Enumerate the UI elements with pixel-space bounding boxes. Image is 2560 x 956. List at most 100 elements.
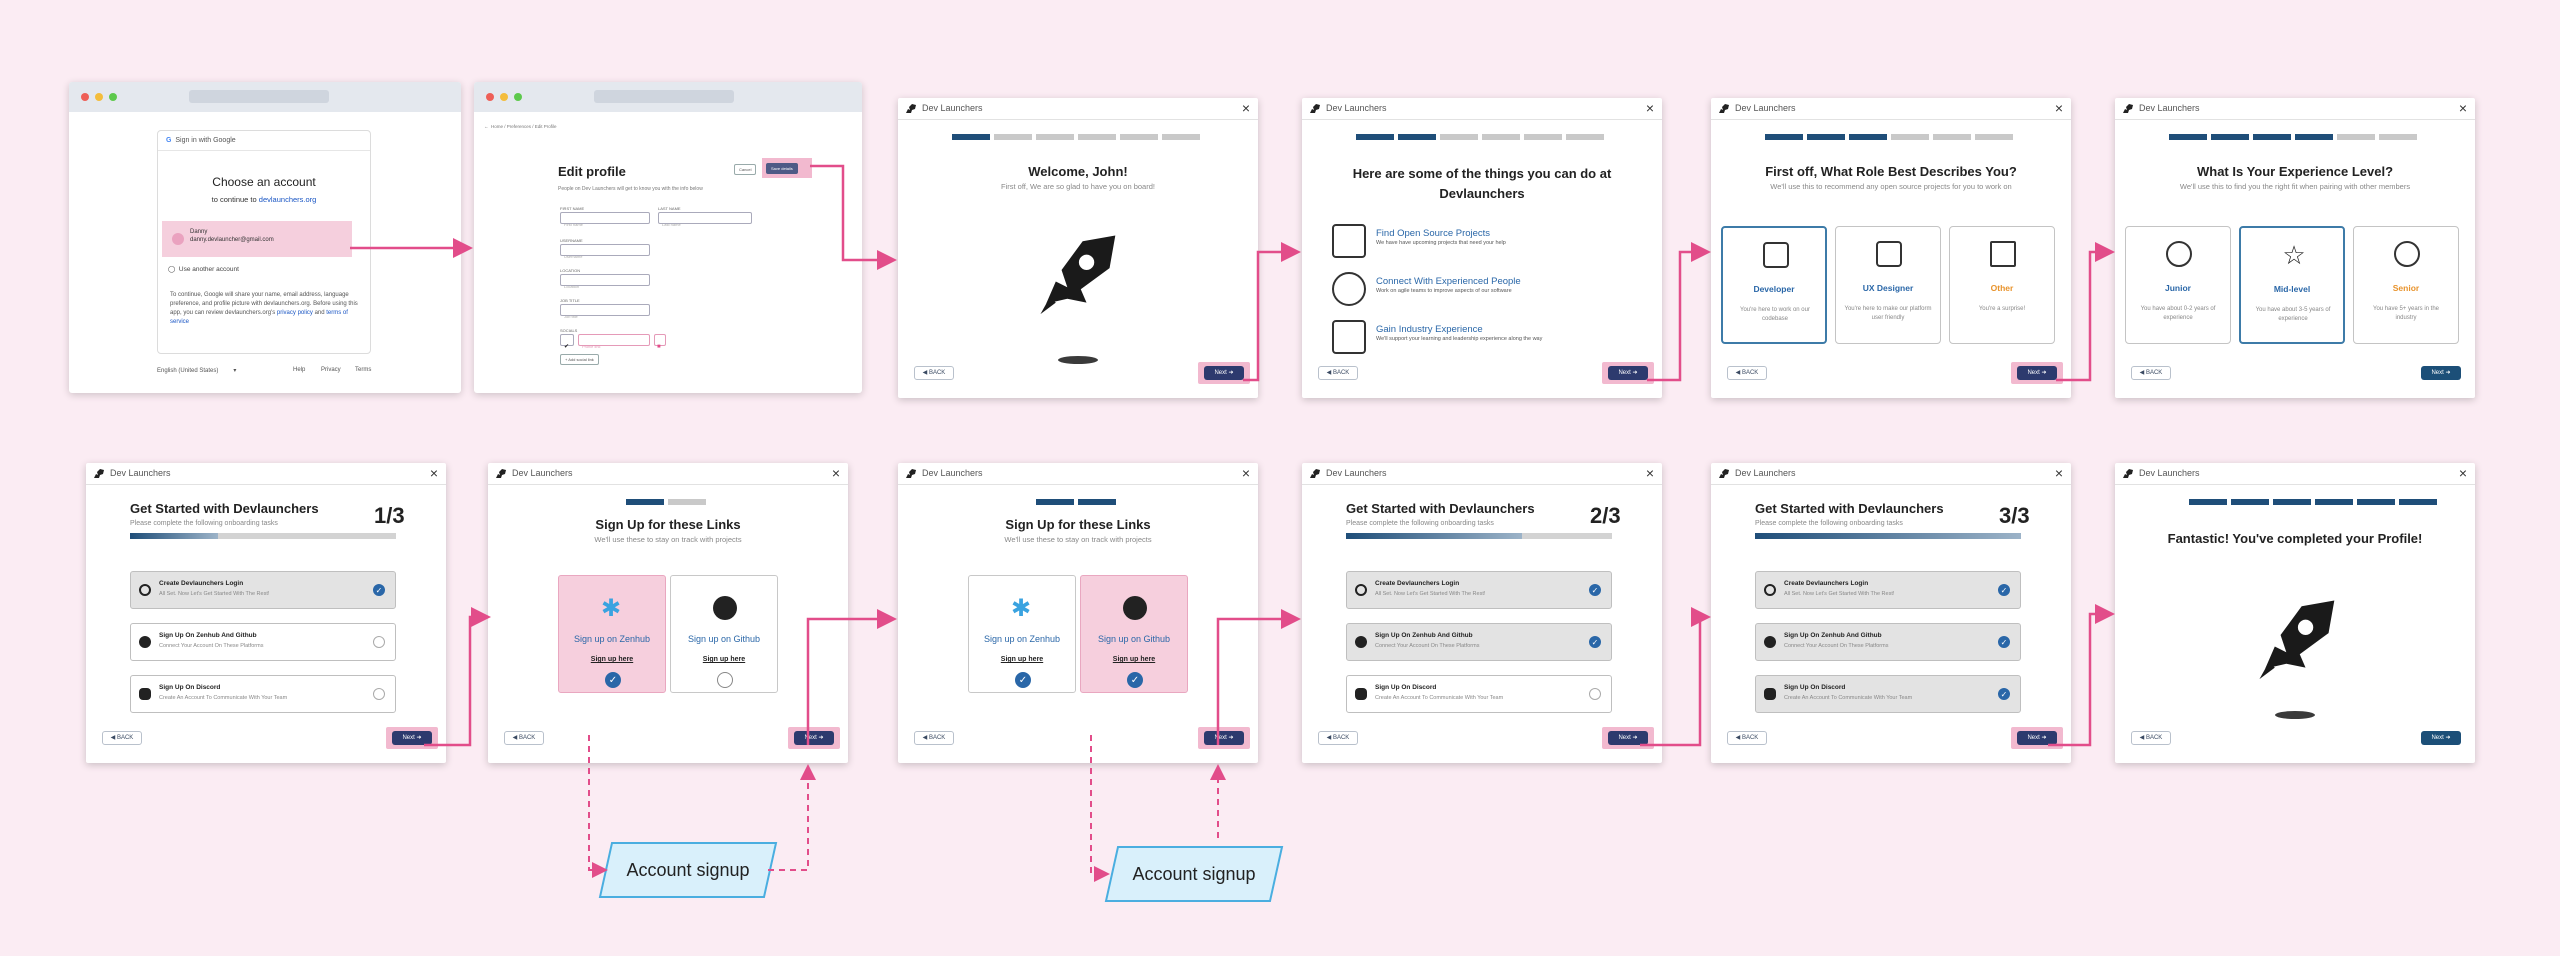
close-icon[interactable]: × — [1645, 465, 1654, 481]
terms-footer-link[interactable]: Terms — [355, 367, 372, 373]
level-up-icon — [1332, 320, 1366, 354]
github-card[interactable]: Sign up on Github Sign up here ✓ — [1080, 575, 1188, 693]
delete-social-button[interactable]: ■ — [654, 334, 666, 350]
arrow-left-icon: ◀ — [110, 735, 116, 741]
close-icon[interactable]: × — [2054, 100, 2063, 116]
task-zenhub-github[interactable]: Sign Up On Zenhub And Github Connect You… — [1755, 623, 2021, 661]
next-button[interactable]: Next ➜ — [1608, 731, 1648, 745]
role-option-ux-designer[interactable]: UX Designer You're here to make our plat… — [1835, 226, 1941, 344]
role-option-developer[interactable]: Developer You're here to work on our cod… — [1721, 226, 1827, 344]
next-button[interactable]: Next ➜ — [2421, 366, 2461, 380]
window-header: Dev Launchers × — [86, 463, 446, 485]
task-discord[interactable]: Sign Up On Discord Create An Account To … — [130, 675, 396, 713]
role-option-other[interactable]: Other You're a surprise! — [1949, 226, 2055, 344]
next-button[interactable]: Next ➜ — [1204, 366, 1244, 380]
next-button[interactable]: Next ➜ — [2017, 366, 2057, 380]
experience-option-mid-level[interactable]: ☆ Mid-level You have about 3-5 years of … — [2239, 226, 2345, 344]
back-button[interactable]: ◀ BACK — [914, 731, 954, 745]
first-name-input[interactable]: First name — [560, 212, 650, 227]
social-platform-select[interactable]: ✔ — [560, 334, 574, 350]
close-dot-icon[interactable] — [81, 93, 89, 101]
help-link[interactable]: Help — [293, 367, 306, 373]
experience-option-junior[interactable]: Junior You have about 0-2 years of exper… — [2125, 226, 2231, 344]
username-input[interactable]: Username — [560, 244, 650, 259]
task-create-login[interactable]: Create Devlaunchers Login All Set. Now L… — [1346, 571, 1612, 609]
last-name-input[interactable]: Last name — [658, 212, 752, 227]
task-create-login[interactable]: Create Devlaunchers Login All Set. Now L… — [1755, 571, 2021, 609]
account-option-danny[interactable]: Danny danny.devlauncher@gmail.com — [162, 221, 352, 257]
zenhub-card[interactable]: ✱ Sign up on Zenhub Sign up here ✓ — [558, 575, 666, 693]
progress-segment — [2231, 499, 2269, 505]
close-icon[interactable]: × — [1241, 465, 1250, 481]
task-create-login[interactable]: Create Devlaunchers Login All Set. Now L… — [130, 571, 396, 609]
language-select[interactable]: English (United States) ▾ — [157, 368, 237, 374]
task-discord[interactable]: Sign Up On Discord Create An Account To … — [1755, 675, 2021, 713]
next-button[interactable]: Next ➜ — [2421, 731, 2461, 745]
experience-option-senior[interactable]: Senior You have 5+ years in the industry — [2353, 226, 2459, 344]
github-card[interactable]: Sign up on Github Sign up here — [670, 575, 778, 693]
back-button[interactable]: ◀ BACK — [1727, 366, 1767, 380]
task-progress-bar — [1755, 533, 2021, 539]
zenhub-signup-link[interactable]: Sign up here — [590, 656, 634, 663]
privacy-link[interactable]: Privacy — [321, 367, 341, 373]
close-icon[interactable]: × — [1645, 100, 1654, 116]
close-icon[interactable]: × — [2458, 465, 2467, 481]
task-zenhub-github[interactable]: Sign Up On Zenhub And Github Connect You… — [130, 623, 396, 661]
close-icon[interactable]: × — [831, 465, 840, 481]
devlaunchers-logo-icon — [1355, 584, 1367, 596]
cancel-button[interactable]: Cancel — [734, 164, 757, 175]
next-button[interactable]: Next ➜ — [2017, 731, 2057, 745]
next-button[interactable]: Next ➜ — [794, 731, 834, 745]
social-link-input[interactable]: Profile link — [578, 334, 650, 349]
task-discord[interactable]: Sign Up On Discord Create An Account To … — [1346, 675, 1612, 713]
back-arrow-icon[interactable]: ← — [484, 124, 489, 129]
use-another-account[interactable]: ◯ Use another account — [168, 266, 239, 273]
back-button[interactable]: ◀ BACK — [1727, 731, 1767, 745]
next-button[interactable]: Next ➜ — [1204, 731, 1244, 745]
gift-box-icon — [1990, 241, 2016, 267]
task-zenhub-github[interactable]: Sign Up On Zenhub And Github Connect You… — [1346, 623, 1612, 661]
close-icon[interactable]: × — [1241, 100, 1250, 116]
add-social-link-button[interactable]: + Add social link — [560, 354, 599, 365]
back-button[interactable]: ◀ BACK — [1318, 366, 1358, 380]
back-button[interactable]: ◀ BACK — [102, 731, 142, 745]
minimize-dot-icon[interactable] — [95, 93, 103, 101]
back-button[interactable]: ◀ BACK — [2131, 366, 2171, 380]
back-button[interactable]: ◀ BACK — [914, 366, 954, 380]
close-dot-icon[interactable] — [486, 93, 494, 101]
privacy-policy-link[interactable]: privacy policy — [276, 310, 313, 316]
get-started-subtitle: Please complete the following onboarding… — [1346, 520, 1494, 527]
maximize-dot-icon[interactable] — [109, 93, 117, 101]
avatar — [172, 233, 184, 245]
zenhub-card[interactable]: ✱ Sign up on Zenhub Sign up here ✓ — [968, 575, 1076, 693]
job-title-input[interactable]: Job title — [560, 304, 650, 319]
save-details-button[interactable]: Save details — [766, 163, 798, 174]
next-button[interactable]: Next ➜ — [392, 731, 432, 745]
minimize-dot-icon[interactable] — [500, 93, 508, 101]
address-bar[interactable] — [189, 90, 329, 103]
github-signup-link[interactable]: Sign up here — [1112, 656, 1156, 663]
zenhub-signup-link[interactable]: Sign up here — [1000, 656, 1044, 663]
location-input[interactable]: Location — [560, 274, 650, 289]
task-desc: Connect Your Account On These Platforms — [1784, 643, 1889, 649]
close-icon[interactable]: × — [2054, 465, 2063, 481]
github-signup-link[interactable]: Sign up here — [702, 656, 746, 663]
check-icon: ✓ — [373, 584, 385, 596]
back-button[interactable]: ◀ BACK — [504, 731, 544, 745]
feature-desc: We'll support your learning and leadersh… — [1376, 336, 1543, 342]
terms-link[interactable]: terms of service — [170, 310, 348, 325]
back-button[interactable]: ◀ BACK — [1318, 731, 1358, 745]
task-fraction: 3/3 — [1999, 503, 2030, 528]
check-icon: ✓ — [1998, 584, 2010, 596]
devlaunchers-link[interactable]: devlaunchers.org — [258, 195, 317, 204]
task-desc: All Set. Now Let's Get Started With The … — [159, 591, 270, 597]
task-progress-fill — [1755, 533, 2021, 539]
back-button[interactable]: ◀ BACK — [2131, 731, 2171, 745]
task-name: Sign Up On Discord — [159, 684, 221, 691]
address-bar[interactable] — [594, 90, 734, 103]
next-button[interactable]: Next ➜ — [1608, 366, 1648, 380]
signin-label: Sign in with Google — [175, 137, 236, 144]
maximize-dot-icon[interactable] — [514, 93, 522, 101]
close-icon[interactable]: × — [2458, 100, 2467, 116]
close-icon[interactable]: × — [429, 465, 438, 481]
